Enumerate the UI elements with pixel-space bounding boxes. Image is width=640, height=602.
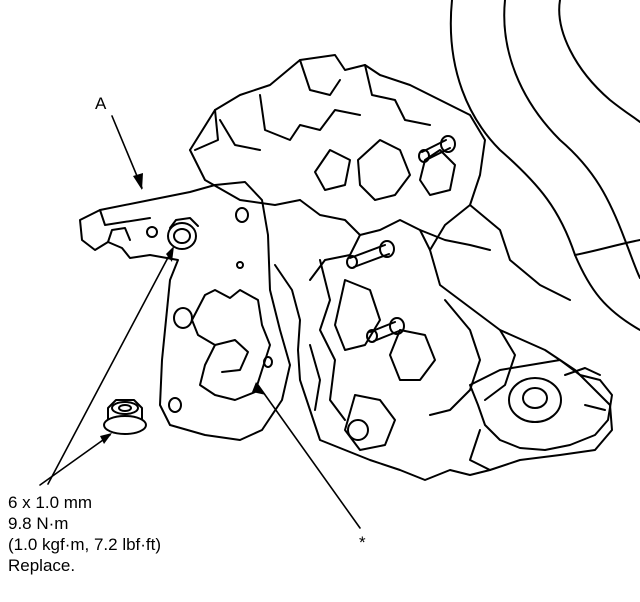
- flange-nut-installed: [167, 217, 199, 250]
- leader-asterisk-arrowhead: [252, 382, 266, 395]
- leader-lines: [39, 115, 361, 529]
- bolt-size-text: 6 x 1.0 mm: [8, 493, 93, 512]
- torque-nm-text: 9.8 N·m: [8, 514, 69, 533]
- transmission-body: [189, 54, 613, 481]
- leader-nut-loose: [39, 434, 111, 486]
- housing-outline: [449, 0, 640, 331]
- leader-a-arrowhead: [133, 173, 143, 190]
- callout-label-asterisk: *: [359, 533, 366, 552]
- output-flange: [469, 359, 613, 471]
- callout-label-a: A: [95, 94, 107, 113]
- leader-asterisk: [257, 384, 361, 529]
- stud-upper: [418, 135, 456, 163]
- stud-lower: [366, 317, 405, 343]
- replace-instruction: Replace.: [8, 556, 76, 575]
- leader-nut-loose-arrowhead: [100, 433, 112, 444]
- leader-nut-installed: [47, 249, 173, 485]
- bracket-a: [79, 181, 291, 441]
- torque-alt-text: (1.0 kgf·m, 7.2 lbf·ft): [8, 535, 162, 554]
- flange-nut-loose: [103, 399, 147, 435]
- torque-spec-block: 6 x 1.0 mm 9.8 N·m (1.0 kgf·m, 7.2 lbf·f…: [8, 492, 161, 576]
- leader-nut-installed-arrowhead: [166, 246, 174, 262]
- stud-middle: [346, 240, 395, 269]
